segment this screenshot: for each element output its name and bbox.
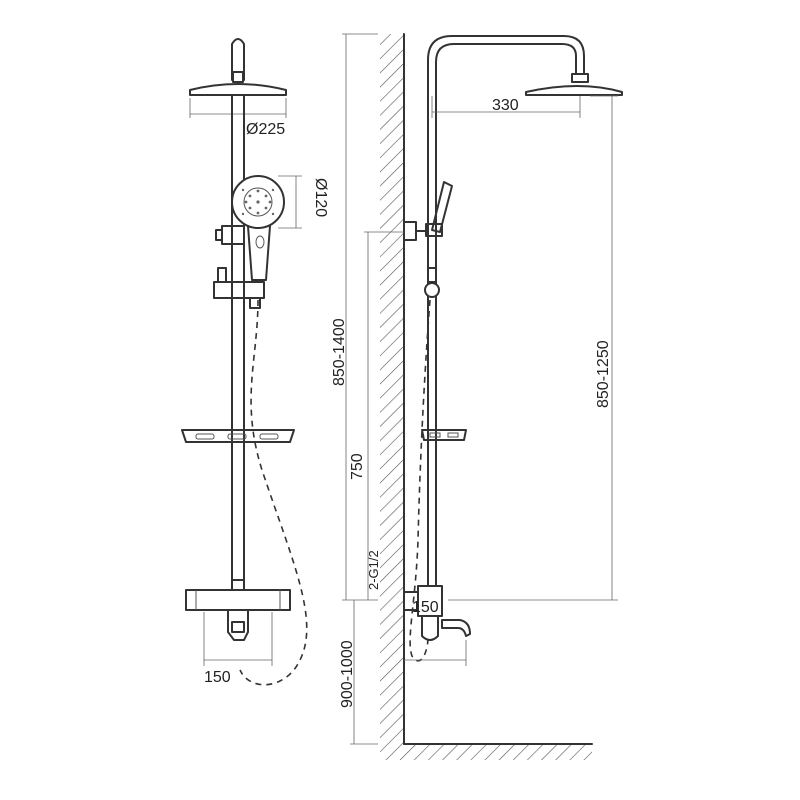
total-height-dim [342, 33, 378, 601]
head-height-label: 850-1250 [595, 340, 612, 408]
front-view: Ø225 Ø120 [181, 38, 329, 686]
side-view: 330 1 [331, 33, 623, 760]
arm-length-dim [431, 96, 581, 118]
soap-dish-front [181, 429, 295, 443]
riser-top-cap [231, 38, 245, 81]
total-height-label: 850-1400 [331, 318, 348, 386]
slide-height-dim [364, 231, 404, 600]
hand-shower-front [215, 175, 285, 281]
rain-head-diameter-label: Ø225 [246, 121, 285, 138]
hand-shower-side [424, 181, 453, 298]
riser-side [427, 35, 585, 591]
mount-height-label: 900-1000 [339, 640, 356, 708]
hand-shower-diameter-dim [278, 175, 302, 229]
head-height-dim [448, 95, 618, 601]
inlet-thread-label: 2-G1/2 [366, 550, 381, 590]
mount-height-dim [350, 600, 378, 745]
riser-pipe-front [231, 94, 245, 591]
hose-front [239, 299, 308, 686]
floor-hatch [380, 744, 592, 760]
rain-head-side [525, 73, 623, 96]
soap-dish-side [421, 429, 467, 441]
slide-bracket-front [213, 267, 265, 309]
mixer-front [185, 579, 291, 641]
mixer-side [403, 585, 471, 641]
rain-head-front [189, 71, 287, 96]
side-spacing-dim [404, 640, 467, 666]
hand-shower-diameter-label: Ø120 [312, 178, 329, 217]
slide-height-label: 750 [349, 453, 366, 480]
rain-head-diameter-dim [189, 98, 287, 118]
hose-side [409, 299, 431, 662]
side-spacing-label: 150 [412, 599, 439, 616]
wall-hatch [380, 34, 404, 744]
front-spacing-label: 150 [204, 669, 231, 686]
arm-length-label: 330 [492, 97, 519, 114]
wall-bracket-upper [403, 221, 429, 241]
front-spacing-dim [203, 612, 273, 666]
